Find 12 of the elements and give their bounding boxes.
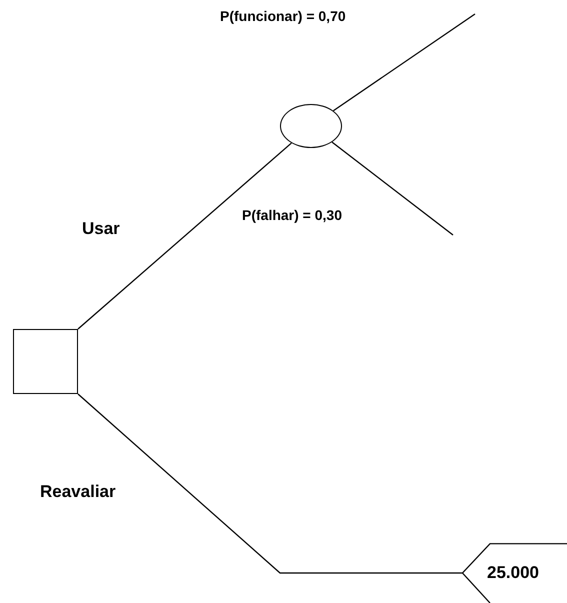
edge-label: Reavaliar [40,482,116,502]
chance-circle [280,104,342,148]
edge-label: P(funcionar) = 0,70 [220,8,346,24]
branch-line [78,394,462,574]
branch-line [332,142,454,236]
decision-square [13,329,78,394]
edge-label: Usar [82,219,120,239]
edge-label: P(falhar) = 0,30 [242,207,342,223]
payoff-value: 25.000 [487,563,539,583]
branch-line [333,14,476,112]
terminal-node [462,543,567,603]
branch-line [78,142,292,330]
